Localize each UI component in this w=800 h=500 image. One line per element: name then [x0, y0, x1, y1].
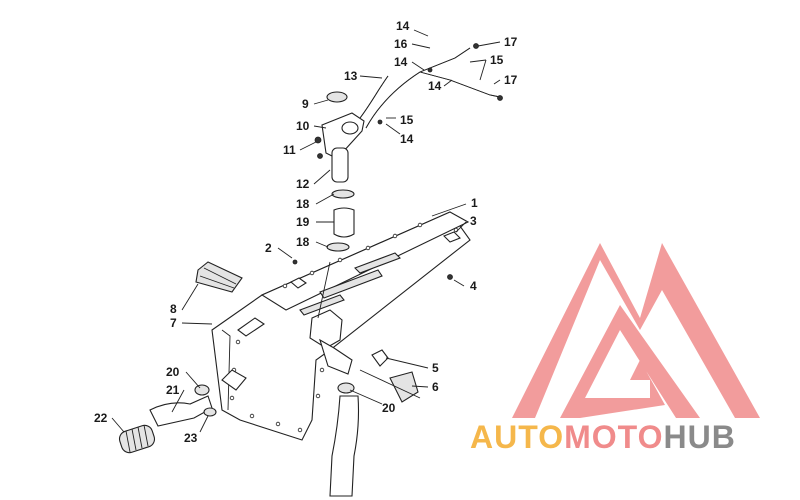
callout-14b: 14: [394, 55, 408, 69]
watermark-text: AUTOMOTOHUB: [470, 419, 736, 455]
callout-10: 10: [296, 119, 310, 133]
callout-14d: 14: [400, 132, 414, 146]
callout-21: 21: [166, 383, 180, 397]
watermark-logo: [512, 243, 760, 418]
callout-20a: 20: [166, 365, 180, 379]
inlet-elbow-assembly: [118, 369, 247, 454]
valve-box-housing: [211, 211, 471, 441]
callout-5: 5: [432, 361, 439, 375]
callout-15b: 15: [400, 113, 414, 127]
brand-auto: AUTO: [470, 419, 564, 455]
callout-17a: 17: [504, 35, 518, 49]
corrugated-tube: [118, 424, 156, 454]
callout-3: 3: [470, 214, 477, 228]
leader-lines: [111, 29, 501, 433]
callout-22: 22: [94, 411, 108, 425]
callout-13: 13: [344, 69, 358, 83]
callout-18b: 18: [296, 235, 310, 249]
callout-6: 6: [432, 380, 439, 394]
callout-2: 2: [265, 241, 272, 255]
callout-23: 23: [184, 431, 198, 445]
bracket-and-gasket: [359, 349, 421, 403]
svg-text:AUTOMOTOHUB: AUTOMOTOHUB: [470, 419, 736, 455]
clamps-and-hose: [317, 189, 355, 319]
callout-1: 1: [471, 196, 478, 210]
callout-12: 12: [296, 177, 310, 191]
logo-outer-triangle-left: [512, 243, 760, 418]
callout-9: 9: [302, 97, 309, 111]
callout-7: 7: [170, 316, 177, 330]
callout-labels: 1 2 3 4 5 6 7 8 9 10 11 12 13 14 14 14 1…: [94, 19, 518, 445]
brand-hub: HUB: [663, 419, 735, 455]
callout-15a: 15: [490, 53, 504, 67]
callout-14c: 14: [428, 79, 442, 93]
callout-11: 11: [283, 143, 296, 157]
callout-4: 4: [470, 279, 477, 293]
callout-17b: 17: [504, 73, 518, 87]
logo-inner-triangle: [560, 305, 700, 418]
brand-moto: MOTO: [564, 419, 663, 455]
callout-19: 19: [296, 215, 310, 229]
callout-14a: 14: [396, 19, 410, 33]
callout-8: 8: [170, 302, 177, 316]
callout-20b: 20: [382, 401, 396, 415]
vent-hoses: [359, 43, 503, 129]
heat-shield: [195, 261, 243, 293]
callout-16: 16: [394, 37, 408, 51]
callout-18a: 18: [296, 197, 310, 211]
filler-neck-assembly: [314, 91, 365, 183]
lower-drain-hose: [329, 382, 360, 497]
fasteners: [290, 231, 461, 289]
